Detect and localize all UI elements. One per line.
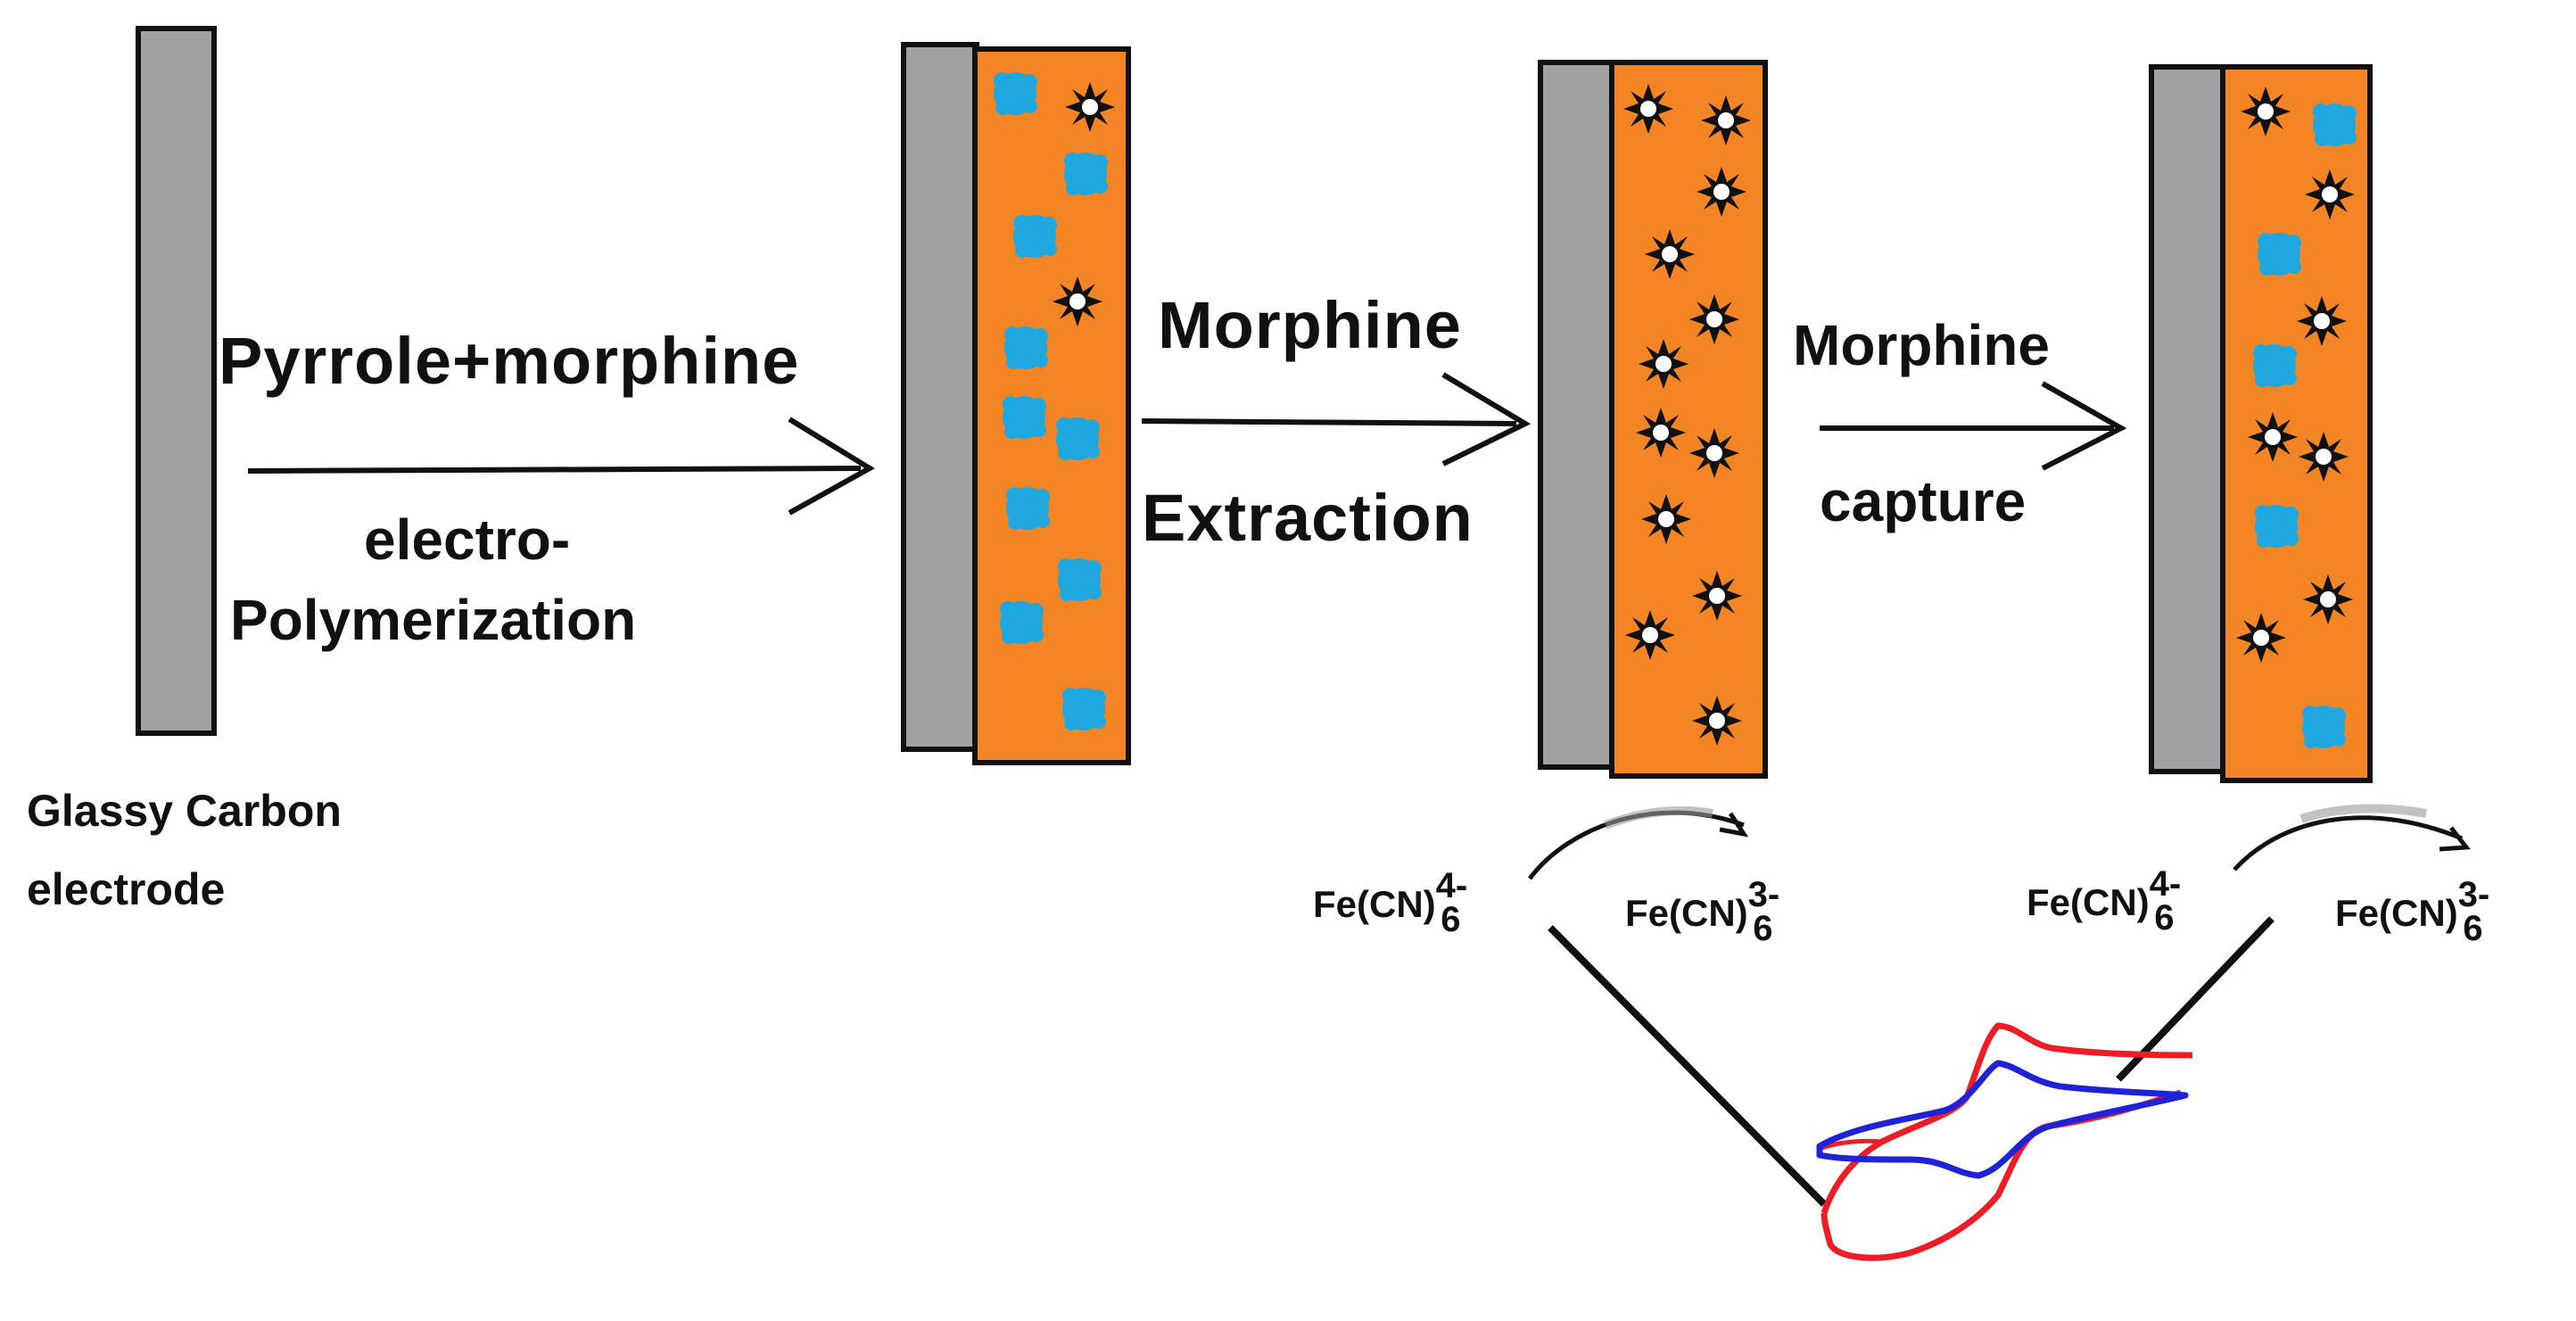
electrode-label-line-1: Glassy Carbon xyxy=(27,786,342,836)
cavity xyxy=(1701,95,1751,145)
ferricyanide-label-1: Fe(CN)3-6 xyxy=(1625,875,1779,948)
morphine-template xyxy=(1062,688,1106,731)
arrow-step-1 xyxy=(247,417,875,516)
step-2-label-bottom: Extraction xyxy=(1142,481,1474,555)
connector-line-left xyxy=(1548,925,1827,1207)
redox-arrow-2 xyxy=(2233,804,2471,871)
electrode-backing xyxy=(1538,60,1616,770)
cavity xyxy=(2305,169,2355,219)
cavity xyxy=(1692,571,1742,621)
formula-base: Fe(CN) xyxy=(1313,883,1436,925)
ferrocyanide-label-1: Fe(CN)4-6 xyxy=(1313,866,1467,939)
formula-subscript: 6 xyxy=(1441,900,1461,939)
step-1-process-label-line-1: electro- xyxy=(364,508,571,572)
cavity xyxy=(1639,339,1688,389)
morphine-template xyxy=(1064,153,1108,195)
polymer-film xyxy=(1609,60,1768,779)
formula-charge: 4- xyxy=(1435,866,1468,905)
formula-base: Fe(CN) xyxy=(2335,892,2458,934)
morphine-template xyxy=(1004,326,1048,369)
formula-charge: 4- xyxy=(2149,864,2182,904)
formula-subscript: 6 xyxy=(1753,909,1773,948)
cavity xyxy=(2297,296,2347,346)
polymer-film xyxy=(972,46,1131,765)
cavity xyxy=(1053,277,1102,326)
cavity xyxy=(2299,432,2349,482)
cavity xyxy=(2248,412,2298,462)
morphine-template xyxy=(2313,103,2357,146)
formula-charge: 3- xyxy=(2457,875,2490,914)
step-3-label-bottom: capture xyxy=(1820,469,2027,533)
polymer-film xyxy=(2220,64,2373,783)
electrode-backing xyxy=(2149,64,2227,774)
morphine-template xyxy=(1006,487,1050,530)
cavity xyxy=(1697,167,1746,217)
step-1-process-label-line-2: Polymerization xyxy=(230,588,637,652)
morphine-template xyxy=(1058,558,1102,601)
cavity xyxy=(1689,294,1739,344)
morphine-template xyxy=(994,72,1037,115)
cavity xyxy=(2303,574,2353,624)
cavity xyxy=(2236,613,2286,663)
morphine-template xyxy=(1003,396,1046,439)
cavity xyxy=(1065,82,1115,132)
electrode-panel-2 xyxy=(1538,60,1768,779)
cavity xyxy=(1625,610,1675,660)
cavity xyxy=(2241,87,2291,136)
morphine-template xyxy=(1056,417,1100,460)
cavity xyxy=(1645,229,1695,279)
formula-base: Fe(CN) xyxy=(2027,881,2150,923)
morphine-template xyxy=(1013,215,1057,258)
formula-base: Fe(CN) xyxy=(1625,892,1748,934)
cyclic-voltammogram xyxy=(1816,1022,2193,1261)
ferricyanide-label-2: Fe(CN)3-6 xyxy=(2335,875,2489,948)
redox-arrow-1 xyxy=(1528,805,1749,880)
formula-charge: 3- xyxy=(1747,875,1780,914)
cavity xyxy=(1692,696,1742,746)
step-3-label-top: Morphine xyxy=(1793,313,2050,377)
electrode-panel-3 xyxy=(2149,64,2373,783)
electrode-label-line-2: electrode xyxy=(27,864,226,914)
cv-curve-red-tail xyxy=(1819,1138,1883,1152)
formula-subscript: 6 xyxy=(2154,898,2175,937)
cavity xyxy=(1623,84,1673,134)
formula-subscript: 6 xyxy=(2463,909,2483,948)
electrode-backing xyxy=(901,42,979,752)
morphine-template xyxy=(2258,233,2301,276)
morphine-template xyxy=(1000,601,1044,644)
arrow-step-3 xyxy=(1820,381,2127,471)
morphine-template xyxy=(2255,505,2299,548)
bare-electrode xyxy=(136,26,217,736)
arrow-step-2 xyxy=(1141,372,1532,466)
cavity xyxy=(1689,428,1739,478)
cv-curve-blue xyxy=(1816,1060,2189,1179)
morphine-template xyxy=(2302,706,2346,748)
cavity xyxy=(1636,408,1686,458)
morphine-template xyxy=(2253,344,2297,387)
cavity xyxy=(1641,494,1691,544)
step-2-label-top: Morphine xyxy=(1158,288,1462,362)
ferrocyanide-label-2: Fe(CN)4-6 xyxy=(2027,864,2181,937)
step-1-reagent-label: Pyrrole+morphine xyxy=(219,324,800,398)
